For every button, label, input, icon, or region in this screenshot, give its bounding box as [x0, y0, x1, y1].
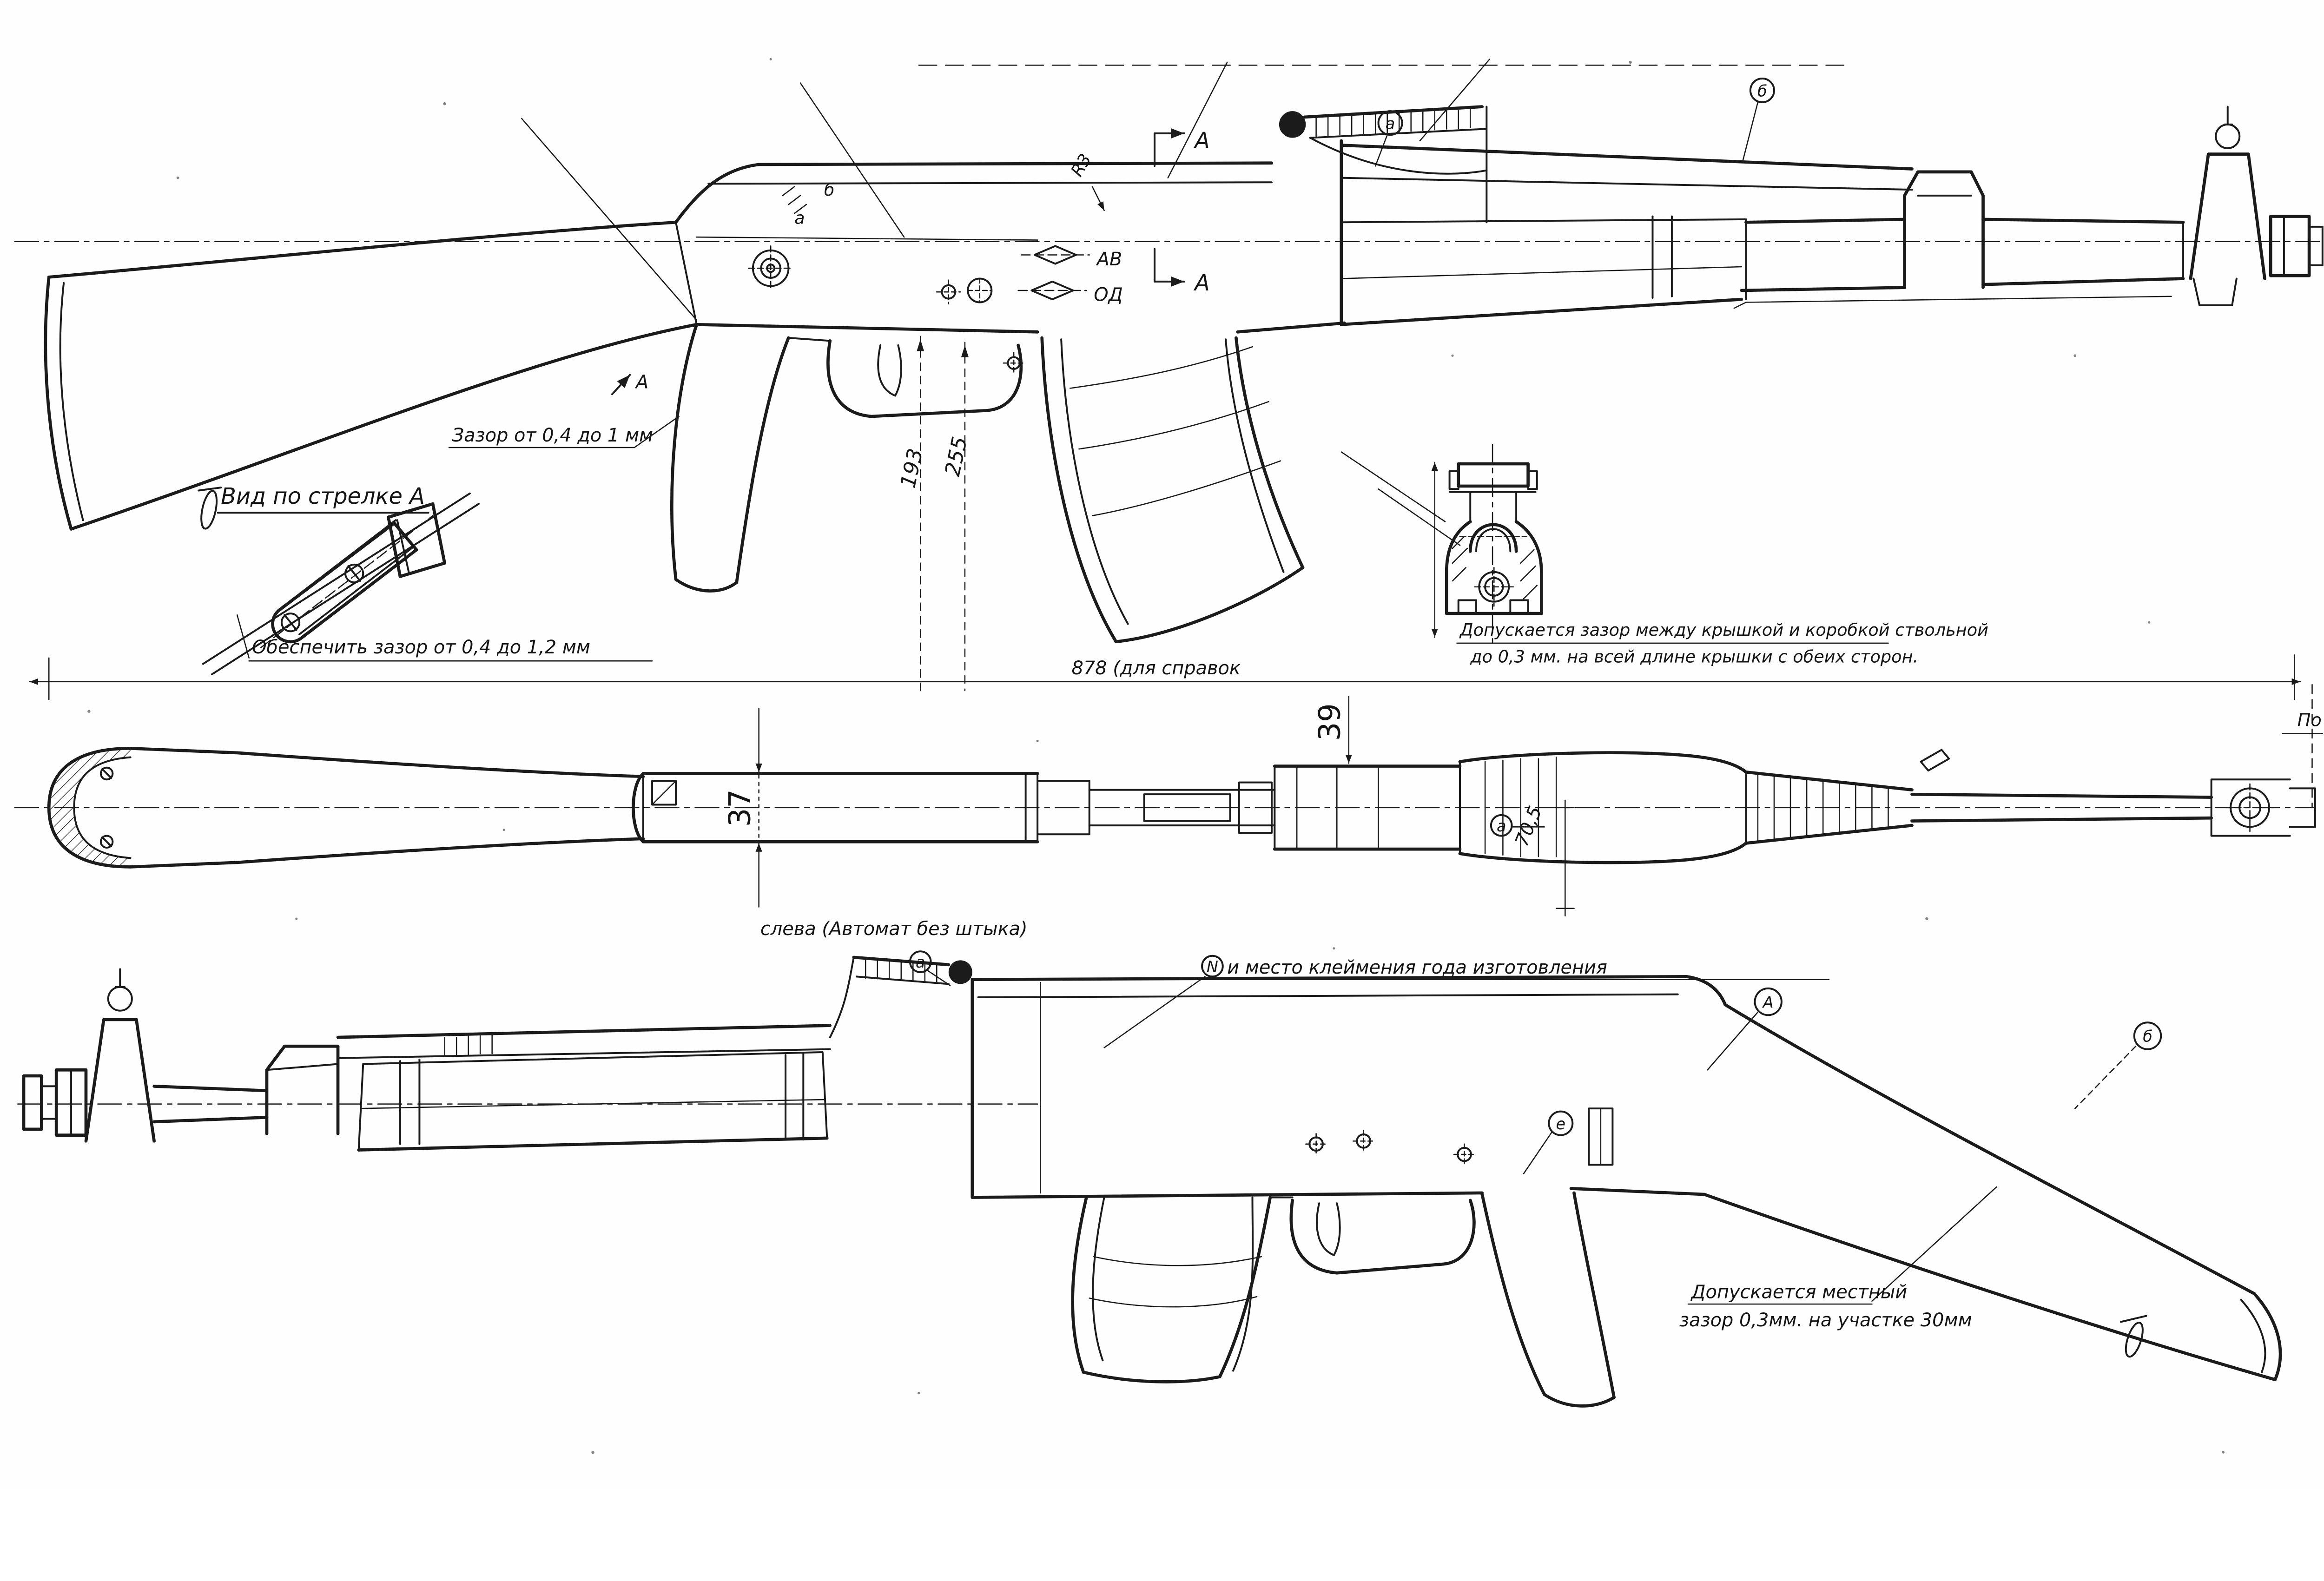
- dimension-39: 39: [1313, 696, 1352, 764]
- sight-drum-icon: [948, 960, 972, 984]
- svg-text:е: е: [1556, 1115, 1565, 1133]
- dimension-255: 255: [940, 342, 972, 692]
- screw-icon: [344, 563, 364, 584]
- overall-length-dimension: 878 (для справок: [29, 654, 2301, 700]
- ensure-gap-annotation: Обеспечить зазор от 0,4 до 1,2 мм: [236, 614, 653, 662]
- barrel: [1733, 170, 2185, 309]
- left-rear-sight: [829, 955, 972, 1039]
- edge-fragment-label: По: [2298, 710, 2322, 731]
- balloon-a-handguard: а: [1374, 110, 1403, 167]
- view-arrow-a: А: [611, 371, 648, 395]
- handguard-gastube: [1340, 144, 1914, 326]
- magazine: [1040, 336, 1305, 644]
- left-handguard: [336, 1024, 832, 1152]
- dimension-37: 37: [723, 707, 762, 908]
- plan-buttstock: [47, 746, 645, 869]
- plan-receiver-cover: [632, 772, 1039, 843]
- radius-note: R3: [1067, 150, 1105, 211]
- stamp-note-annotation: N и место клеймения года изготовления: [1103, 955, 1830, 1048]
- plan-front-sight: [2210, 778, 2316, 837]
- sling-swivel-icon: [200, 490, 218, 530]
- cover-gap-line2: до 0,3 мм. на всей длине крышки с обеих …: [1470, 646, 1918, 666]
- balloon-a-stock: А: [1707, 987, 1783, 1071]
- local-gap-line2: зазор 0,3мм. на участке 30мм: [1679, 1310, 1972, 1331]
- dim-39-label: 39: [1313, 703, 1347, 741]
- plan-gas-tube: [1744, 749, 1950, 845]
- left-pistol-grip: [1480, 1191, 1616, 1408]
- blueprint-page: 193 255 А А АВ ОД R: [14, 58, 2324, 1454]
- top-plan-view: 37 39 70,5 а По слева (Автомат без штыка…: [14, 684, 2324, 940]
- dimension-193: 193: [896, 336, 928, 692]
- selector-markings: АВ ОД: [967, 245, 1123, 305]
- trigger-guard: [787, 337, 1023, 418]
- balloon-b-barrel: б: [1742, 78, 1775, 161]
- view-arrow-a-label: А: [634, 371, 648, 393]
- balloon-a-midview: а: [1497, 817, 1506, 835]
- butt-screw-icon: [99, 835, 114, 849]
- receiver: [674, 139, 1346, 374]
- cover-gap-annotation: Допускается зазор между крышкой и коробк…: [1456, 620, 1988, 666]
- buttstock: [44, 220, 699, 531]
- blueprint-canvas: 193 255 А А АВ ОД R: [14, 58, 2324, 1454]
- construction-lines: [521, 59, 1490, 321]
- left-buttstock: [1703, 1003, 2282, 1382]
- ensure-gap-text: Обеспечить зазор от 0,4 до 1,2 мм: [252, 637, 590, 658]
- grip-gap-annotation: Зазор от 0,4 до 1 мм: [448, 415, 680, 448]
- stamp-balloon: N: [1207, 958, 1218, 976]
- right-side-view: 193 255 А А АВ ОД R: [14, 59, 2324, 692]
- section-a-bottom-label: А: [1193, 270, 1210, 296]
- local-gap-line1: Допускается местный: [1690, 1281, 1907, 1303]
- section-mark-a-bottom: А: [1154, 248, 1210, 296]
- left-muzzle: [22, 1068, 88, 1137]
- screw-icon: [280, 613, 301, 632]
- left-receiver: [971, 975, 1727, 1199]
- plan-bolt-area: [1037, 772, 1276, 843]
- sling-swivel-icon: [2125, 1321, 2144, 1358]
- muzzle-nut: [2269, 215, 2324, 277]
- dim-37-label: 37: [723, 789, 758, 827]
- stamp-note-text: и место клеймения года изготовления: [1227, 957, 1607, 978]
- svg-text:б: б: [2143, 1028, 2152, 1046]
- detail-view-heading: Вид по стрелке А: [221, 484, 425, 509]
- balloon-a-receiver: а: [794, 208, 805, 228]
- svg-text:а: а: [1386, 114, 1395, 132]
- scan-noise: [87, 58, 2225, 1454]
- svg-text:а: а: [916, 953, 925, 971]
- radius-r3-label: R3: [1067, 150, 1096, 180]
- rear-sight-cross-section: Допускается зазор между крышкой и коробк…: [1340, 444, 1988, 666]
- pistol-grip: [670, 323, 790, 593]
- overall-length-label: 878 (для справок: [1071, 658, 1241, 679]
- sight-hood-icon: [2215, 123, 2241, 149]
- rear-sight: [1279, 105, 1488, 224]
- selector-semi-label: ОД: [1094, 284, 1123, 305]
- plan-barrel: [1910, 792, 2213, 823]
- left-barrel-gasblock: [152, 1044, 340, 1135]
- bottom-view-caption: слева (Автомат без штыка): [760, 918, 1028, 940]
- balloon-b-stock: б: [2074, 1021, 2162, 1109]
- svg-text:А: А: [1762, 993, 1774, 1011]
- dim-193-label: 193: [896, 446, 928, 490]
- detail-view-a: Вид по стрелке А Обеспечить зазор от 0,4…: [202, 484, 653, 675]
- left-magazine: [1071, 1196, 1272, 1383]
- local-gap-annotation: Допускается местный зазор 0,3мм. на учас…: [1679, 1186, 1997, 1331]
- front-sight: [2182, 105, 2266, 306]
- balloon-e-grip: е: [1523, 1110, 1574, 1174]
- left-side-view: N и место клеймения года изготовления До…: [17, 950, 2282, 1408]
- balloon-b-receiver: б: [824, 180, 835, 200]
- section-mark-a-top: А: [1154, 128, 1210, 167]
- svg-text:б: б: [1757, 82, 1767, 100]
- sight-drum-icon: [1279, 111, 1306, 138]
- left-trigger-guard: [1269, 1196, 1476, 1275]
- grip-gap-text: Зазор от 0,4 до 1 мм: [452, 425, 653, 446]
- dim-70-5-label: 70,5: [1511, 803, 1546, 849]
- left-front-sight: [84, 968, 156, 1143]
- cover-gap-line1: Допускается зазор между крышкой и коробк…: [1459, 620, 1988, 640]
- section-a-top-label: А: [1193, 128, 1210, 154]
- selector-auto-label: АВ: [1096, 249, 1122, 270]
- plan-handguard: [1458, 751, 1748, 864]
- butt-screw-icon: [99, 766, 114, 781]
- edge-dimension-fragment: По: [2282, 684, 2324, 809]
- dim-255-label: 255: [940, 435, 972, 478]
- balloon-a-sight: а: [909, 950, 951, 986]
